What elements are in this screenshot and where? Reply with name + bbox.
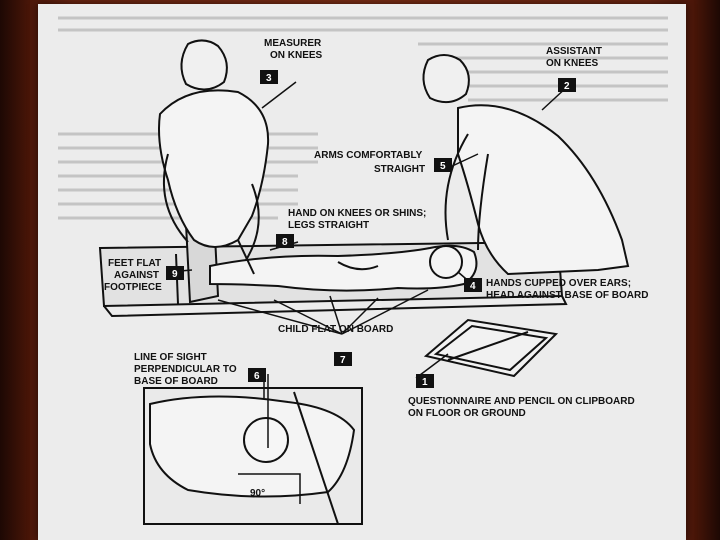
measurer-figure	[158, 39, 270, 275]
badge-5	[434, 158, 452, 172]
measurer-label: MEASURER ON KNEES 3	[260, 38, 323, 84]
line-of-sight-label: LINE OF SIGHT PERPENDICULAR TO BASE OF B…	[134, 352, 266, 387]
svg-text:6: 6	[254, 371, 260, 382]
badge-9	[166, 266, 184, 280]
hand-on-knees-label: HAND ON KNEES OR SHINS; LEGS STRAIGHT 8	[276, 208, 426, 248]
svg-text:9: 9	[172, 269, 178, 280]
svg-text:4: 4	[470, 281, 476, 292]
svg-text:HANDS CUPPED OVER EARS;: HANDS CUPPED OVER EARS;	[486, 278, 631, 289]
clipboard	[423, 318, 559, 378]
svg-text:MEASURER: MEASURER	[264, 38, 322, 49]
svg-text:BASE OF BOARD: BASE OF BOARD	[134, 376, 218, 387]
svg-text:1: 1	[422, 377, 428, 388]
badge-6	[248, 368, 266, 382]
assistant-label: ASSISTANT ON KNEES 2	[546, 46, 602, 92]
feet-flat-label: FEET FLAT AGAINST FOOTPIECE 9	[104, 258, 184, 293]
svg-text:CHILD FLAT ON BOARD: CHILD FLAT ON BOARD	[278, 324, 393, 335]
badge-4	[464, 278, 482, 292]
svg-text:LINE OF SIGHT: LINE OF SIGHT	[134, 352, 207, 363]
svg-text:ASSISTANT: ASSISTANT	[546, 46, 602, 57]
badge-2	[558, 78, 576, 92]
child-flat-label: CHILD FLAT ON BOARD 7	[278, 324, 393, 366]
assistant-figure	[422, 54, 630, 276]
svg-text:QUESTIONNAIRE AND PENCIL ON CL: QUESTIONNAIRE AND PENCIL ON CLIPBOARD	[408, 396, 635, 407]
svg-text:STRAIGHT: STRAIGHT	[374, 164, 425, 175]
svg-text:3: 3	[266, 73, 272, 84]
svg-text:PERPENDICULAR TO: PERPENDICULAR TO	[134, 364, 237, 375]
svg-text:LEGS STRAIGHT: LEGS STRAIGHT	[288, 220, 369, 231]
svg-text:8: 8	[282, 237, 288, 248]
questionnaire-label: 1 QUESTIONNAIRE AND PENCIL ON CLIPBOARD …	[408, 374, 635, 419]
badge-8	[276, 234, 294, 248]
angle-label: 90°	[250, 488, 265, 499]
measurement-diagram: 90° MEASURER ON KNEES 3 ASSISTANT ON KNE…	[58, 16, 668, 525]
svg-text:FEET FLAT: FEET FLAT	[108, 258, 161, 269]
badge-3	[260, 70, 278, 84]
child-figure	[209, 244, 478, 292]
svg-text:ON FLOOR OR GROUND: ON FLOOR OR GROUND	[408, 408, 526, 419]
svg-text:HEAD AGAINST BASE OF BOARD: HEAD AGAINST BASE OF BOARD	[486, 290, 648, 301]
svg-text:5: 5	[440, 161, 446, 172]
arms-label: ARMS COMFORTABLY STRAIGHT 5	[314, 150, 452, 175]
svg-text:ON KNEES: ON KNEES	[270, 50, 323, 61]
svg-text:HAND ON KNEES OR SHINS;: HAND ON KNEES OR SHINS;	[288, 208, 426, 219]
diagram-sheet: 90° MEASURER ON KNEES 3 ASSISTANT ON KNE…	[38, 4, 686, 540]
svg-text:ON KNEES: ON KNEES	[546, 58, 599, 69]
svg-text:2: 2	[564, 81, 570, 92]
svg-text:7: 7	[340, 355, 346, 366]
svg-text:FOOTPIECE: FOOTPIECE	[104, 282, 162, 293]
badge-7	[334, 352, 352, 366]
hands-cupped-label: 4 HANDS CUPPED OVER EARS; HEAD AGAINST B…	[464, 278, 648, 301]
right-border	[694, 0, 720, 540]
inset-panel	[143, 374, 363, 525]
left-border	[0, 0, 30, 540]
svg-text:AGAINST: AGAINST	[114, 270, 159, 281]
svg-text:ARMS COMFORTABLY: ARMS COMFORTABLY	[314, 150, 423, 161]
badge-1	[416, 374, 434, 388]
